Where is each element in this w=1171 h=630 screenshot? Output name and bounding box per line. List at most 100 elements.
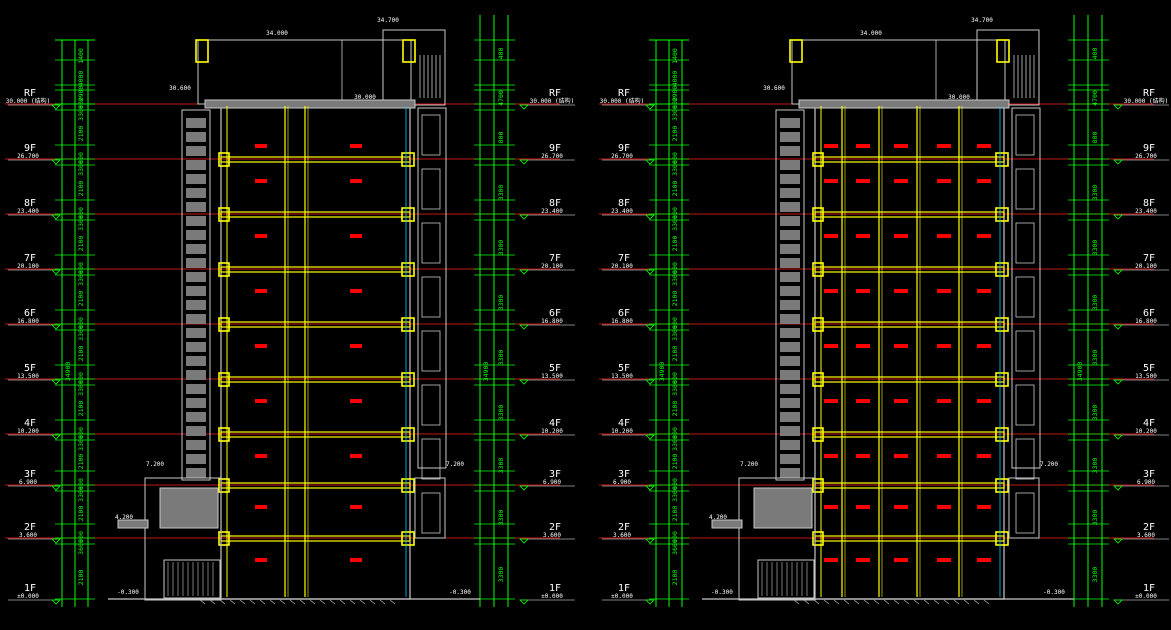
core-hatch	[186, 300, 206, 310]
room-tag	[255, 454, 267, 458]
elevation-text: -0.300	[117, 589, 139, 596]
elevation-marker	[645, 379, 655, 385]
elevation-text: 23.400	[1135, 208, 1157, 215]
room-tag	[856, 505, 870, 509]
ground-hatch	[319, 599, 326, 605]
elevation-text: 10.200	[611, 428, 633, 435]
dim-text: 2100	[671, 570, 679, 586]
core-hatch	[780, 188, 800, 198]
dim-text: 800	[77, 478, 85, 490]
dim-text: 3300	[77, 270, 85, 286]
dim-text: 800	[77, 97, 85, 109]
elevation-marker	[51, 159, 61, 165]
elevation-marker	[51, 599, 61, 605]
dim-total-text: 34900	[482, 362, 490, 382]
elevation-text: 16.800	[611, 318, 633, 325]
dim-total-text: 34900	[658, 362, 666, 382]
dim-text: 4700	[1091, 90, 1099, 106]
floor-label: 8F	[24, 198, 36, 209]
elevation-marker	[51, 485, 61, 491]
ground-hatch	[983, 599, 990, 605]
room-tag	[977, 289, 991, 293]
elevation-text: 30.000	[354, 94, 376, 101]
floor-slab	[220, 266, 411, 273]
elevation-marker	[1113, 599, 1123, 605]
elevation-marker	[519, 379, 529, 385]
dim-text: 3300	[671, 380, 679, 396]
core-hatch	[780, 286, 800, 296]
elevation-text: 13.500	[541, 373, 563, 380]
ground-hatch	[813, 599, 820, 605]
room-tag	[350, 144, 362, 148]
ground-hatch	[309, 599, 316, 605]
core-hatch	[186, 454, 206, 464]
core-hatch	[186, 160, 206, 170]
dim-text: 3600	[77, 539, 85, 555]
core-hatch	[186, 230, 206, 240]
elevation-text: 4.200	[115, 514, 133, 521]
elevation-text: 23.400	[17, 208, 39, 215]
elevation-text: 10.200	[541, 428, 563, 435]
elevation-marker	[51, 324, 61, 330]
elevation-text: 30.000 (结构)	[6, 97, 51, 105]
floor-slab	[814, 321, 1005, 328]
ground-hatch	[209, 599, 216, 605]
room-tag	[894, 289, 908, 293]
building-section-right: 1400400029008003300210080033002100800330…	[599, 15, 1169, 607]
room-tag	[937, 234, 951, 238]
facade-window	[1015, 168, 1035, 210]
beam-node	[401, 152, 415, 167]
room-tag	[894, 505, 908, 509]
elevation-text: 30.000 (结构)	[530, 97, 575, 105]
floor-label: 6F	[549, 308, 561, 319]
core-hatch	[780, 384, 800, 394]
dim-text: 3300	[1091, 185, 1099, 201]
core-hatch	[780, 132, 800, 142]
core-hatch	[186, 370, 206, 380]
dim-text: 3300	[1091, 567, 1099, 583]
floor-slab	[220, 156, 411, 163]
beam-node	[401, 262, 415, 277]
dim-text: 3300	[77, 105, 85, 121]
dim-total-text: 34900	[1076, 362, 1084, 382]
dim-text: 3300	[671, 435, 679, 451]
ground-hatch	[793, 599, 800, 605]
dim-text: 3300	[671, 160, 679, 176]
dim-text: 3300	[77, 325, 85, 341]
dim-text: 4000	[77, 71, 85, 87]
elevation-text: 7.200	[146, 461, 164, 468]
room-tag	[824, 179, 838, 183]
dim-text: 3300	[77, 160, 85, 176]
dim-text: 3300	[497, 567, 505, 583]
elevation-text: 13.500	[611, 373, 633, 380]
room-tag	[977, 179, 991, 183]
annex-outline	[738, 477, 816, 601]
dim-text: 800	[77, 427, 85, 439]
elevation-marker	[51, 269, 61, 275]
building-outline	[814, 103, 1005, 600]
core-hatch	[780, 244, 800, 254]
room-tag	[350, 558, 362, 562]
ground-hatch	[883, 599, 890, 605]
floor-label: 5F	[24, 363, 36, 374]
ground-hatch	[933, 599, 940, 605]
elevation-marker	[1113, 379, 1123, 385]
core-hatch	[186, 174, 206, 184]
ground-hatch	[923, 599, 930, 605]
core-hatch	[780, 118, 800, 128]
dim-text: 3300	[497, 185, 505, 201]
beam-node	[812, 317, 824, 332]
elevation-text: 20.100	[17, 263, 39, 270]
dim-text: 2100	[77, 126, 85, 142]
ground-hatch	[219, 599, 226, 605]
dim-text: 800	[671, 317, 679, 329]
floor-slab	[814, 266, 1005, 273]
dim-text: 2100	[77, 236, 85, 252]
elevation-text: 34.700	[971, 17, 993, 24]
room-tag	[350, 289, 362, 293]
dim-text: 3300	[1091, 510, 1099, 526]
core-hatch	[186, 216, 206, 226]
elevation-marker	[645, 538, 655, 544]
beam-node	[401, 372, 415, 387]
